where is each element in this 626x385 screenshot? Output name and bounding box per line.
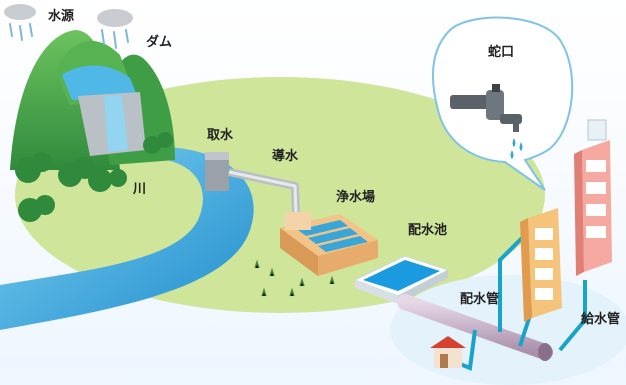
label-faucet: 蛇口 bbox=[488, 45, 515, 60]
label-distribution-pipe: 配水管 bbox=[460, 292, 500, 307]
label-dam: ダム bbox=[146, 35, 173, 50]
label-distribution-reservoir: 配水池 bbox=[408, 223, 448, 238]
label-water-source: 水源 bbox=[48, 9, 75, 24]
building-mid bbox=[520, 208, 562, 322]
dam-spillway bbox=[104, 95, 128, 152]
house-icon bbox=[430, 336, 466, 368]
grass bbox=[254, 259, 335, 297]
intake-facility bbox=[205, 152, 229, 191]
reservoir bbox=[62, 65, 138, 100]
faucet-icon bbox=[450, 84, 523, 159]
rain-cloud-icon bbox=[4, 4, 133, 49]
label-conduit: 導水 bbox=[272, 149, 299, 164]
label-intake: 取水 bbox=[207, 128, 234, 143]
purification-plant bbox=[280, 212, 378, 276]
building-tall bbox=[574, 119, 612, 276]
label-service-pipe: 給水管 bbox=[581, 312, 621, 327]
river bbox=[0, 146, 254, 330]
ground-area-right bbox=[390, 275, 626, 385]
label-purification-plant: 浄水場 bbox=[336, 190, 376, 205]
trees bbox=[15, 132, 173, 222]
label-river: 川 bbox=[133, 182, 147, 197]
